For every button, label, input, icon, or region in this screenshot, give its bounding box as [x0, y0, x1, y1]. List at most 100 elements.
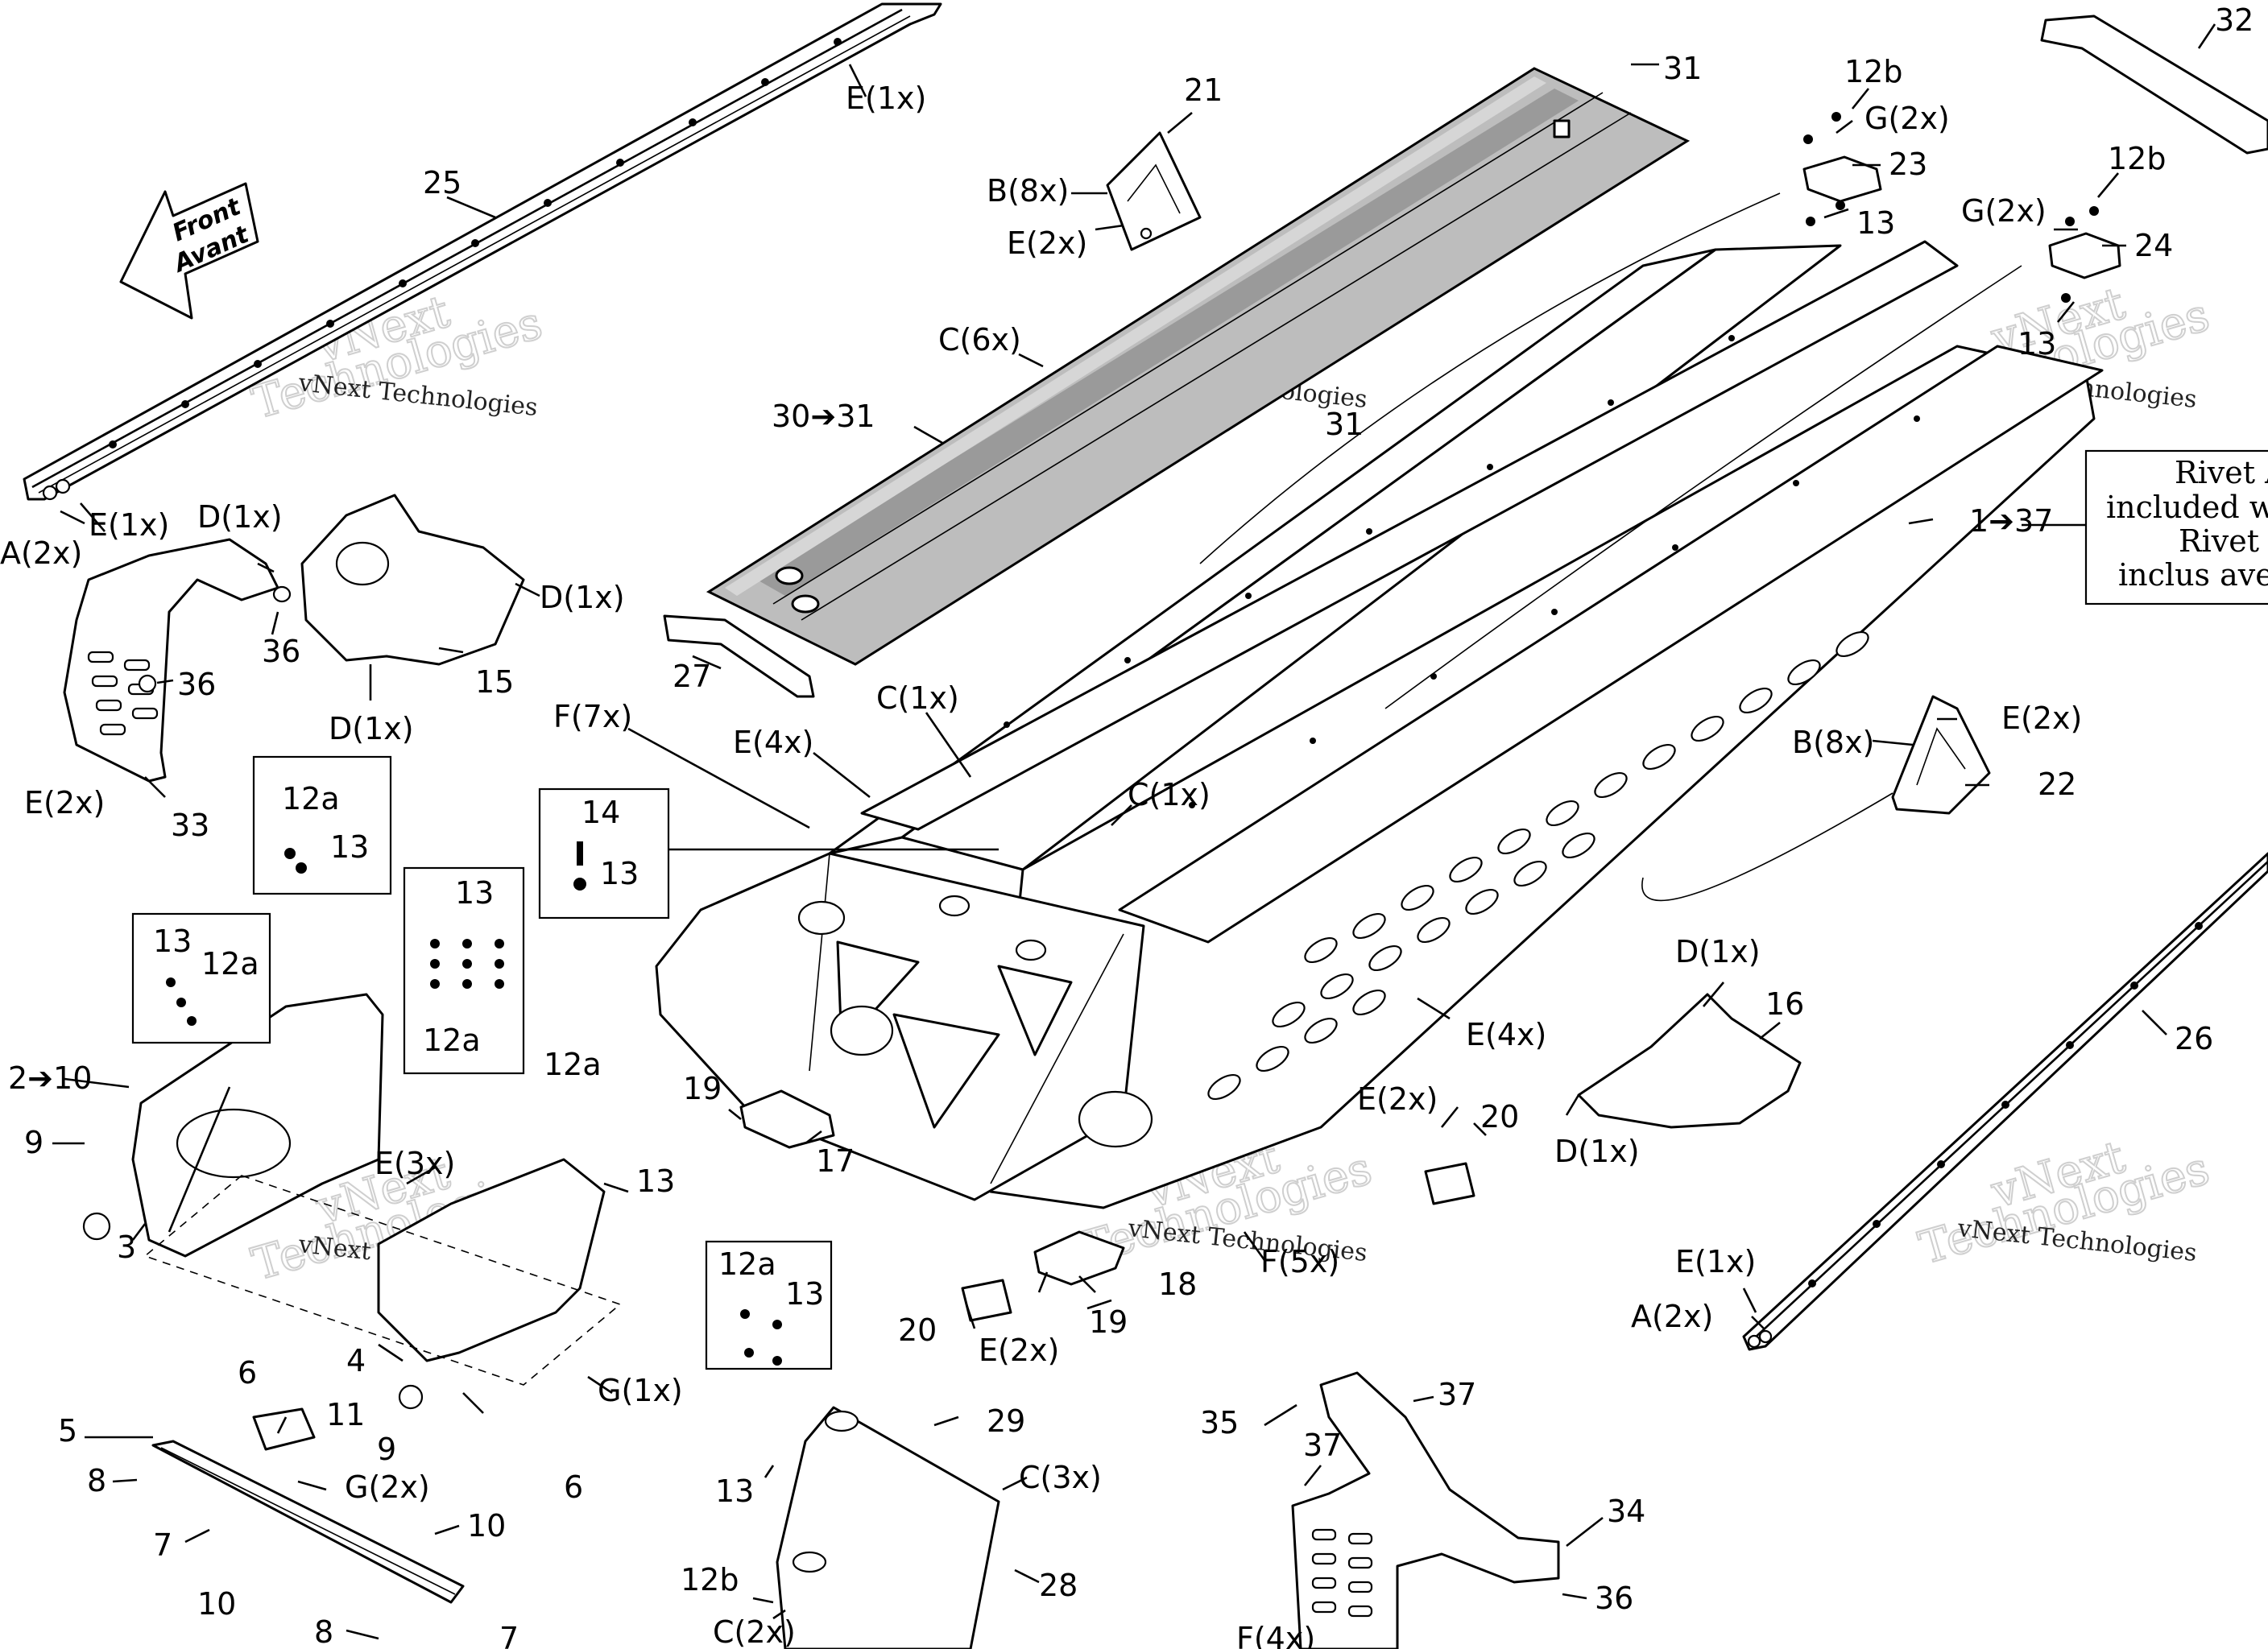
callout-c1x: C(1x): [876, 680, 959, 716]
part-18-plate: [1033, 1230, 1125, 1286]
detail-box-12a-13-right: [705, 1240, 833, 1370]
callout-13: 13: [715, 1473, 754, 1509]
part-16-bracket: [1577, 993, 1802, 1129]
callout-8: 8: [314, 1614, 333, 1649]
callout-26: 26: [2175, 1021, 2213, 1056]
part-15-bracket: [300, 494, 525, 666]
leader-lines: [52, 23, 2216, 1640]
callout-d1x: D(1x): [540, 580, 625, 615]
callout-3: 3: [117, 1230, 136, 1265]
part-27-bracket: [663, 614, 815, 698]
detail-fasteners: [166, 841, 782, 1366]
part-33-side-bracket: [63, 538, 292, 783]
part-1-tunnel: [655, 240, 2104, 1209]
callout-11: 11: [326, 1397, 365, 1432]
callout-c6x: C(6x): [938, 322, 1021, 357]
callout-36: 36: [177, 667, 216, 702]
part-3-front-bulkhead: [82, 993, 384, 1258]
callout-13: 13: [785, 1276, 824, 1312]
callout-c2x: C(2x): [713, 1614, 796, 1649]
rivet-note-line-3: Rivet d: [2179, 523, 2268, 559]
callout-2-10: 2➔10: [8, 1060, 92, 1096]
callout-13: 13: [330, 829, 369, 865]
callout-a2x: A(2x): [1631, 1299, 1713, 1334]
callout-13: 13: [1856, 205, 1895, 241]
callout-g1x: G(1x): [598, 1373, 683, 1408]
callout-e2x: E(2x): [1357, 1081, 1438, 1117]
rivet-note-line-1: Rivet A: [2175, 455, 2268, 490]
assembly-arrow: [1641, 792, 1893, 902]
callout-20: 20: [1480, 1099, 1519, 1134]
callout-d1x: D(1x): [197, 499, 283, 535]
callout-31: 31: [1325, 407, 1364, 442]
callout-d1x: D(1x): [1554, 1134, 1640, 1169]
callout-13: 13: [153, 924, 192, 959]
part-21-gusset: [1106, 131, 1202, 251]
hidden-outline: [143, 1175, 622, 1386]
callout-e2x: E(2x): [979, 1333, 1059, 1368]
tunnel-vent-cutouts: [1207, 630, 1869, 1101]
callout-7: 7: [499, 1621, 519, 1649]
callout-35: 35: [1200, 1405, 1239, 1440]
callout-9: 9: [24, 1125, 43, 1160]
callout-13: 13: [636, 1163, 675, 1199]
callout-20: 20: [898, 1312, 937, 1348]
callout-6: 6: [238, 1355, 257, 1391]
callout-10: 10: [467, 1508, 506, 1544]
part-11-plate: [252, 1407, 316, 1451]
callout-c3x: C(3x): [1019, 1460, 1102, 1495]
callout-12b: 12b: [681, 1562, 739, 1597]
callout-36: 36: [1595, 1581, 1633, 1616]
callout-16: 16: [1765, 986, 1804, 1022]
callout-14: 14: [581, 795, 620, 830]
assembly-arrow: [1384, 265, 2022, 709]
callout-37: 37: [1303, 1428, 1342, 1463]
callout-21: 21: [1184, 72, 1223, 108]
callout-5: 5: [58, 1413, 77, 1449]
detail-box-13-12a-left: [131, 912, 271, 1044]
callout-4: 4: [346, 1343, 366, 1378]
callout-9: 9: [377, 1432, 396, 1467]
callout-30-31: 30➔31: [772, 399, 875, 434]
part-32-brace: [2040, 14, 2268, 155]
callout-f5x: F(5x): [1260, 1244, 1339, 1279]
rivet-note: Rivet A included w Rivet d inclus ave: [2106, 455, 2268, 593]
callout-12b: 12b: [1844, 54, 1902, 89]
callout-36: 36: [262, 634, 300, 669]
callout-b8x: B(8x): [987, 173, 1069, 209]
part-28-cooler: [776, 1406, 1000, 1649]
part-34-side-bracket: [1291, 1371, 1560, 1649]
callout-g2x: G(2x): [345, 1469, 430, 1505]
callout-e1x: E(1x): [1675, 1244, 1756, 1279]
callout-10: 10: [197, 1586, 236, 1622]
callout-17: 17: [816, 1143, 855, 1179]
part-26-running-board-trim: [1742, 852, 2268, 1351]
callout-34: 34: [1607, 1494, 1645, 1529]
tunnel-rivet-holes: [1004, 335, 1920, 808]
callout-g2x: G(2x): [1864, 101, 1950, 136]
callout-28: 28: [1039, 1568, 1078, 1603]
callout-f4x: F(4x): [1236, 1621, 1315, 1649]
callout-18: 18: [1158, 1267, 1197, 1302]
callout-8: 8: [87, 1463, 106, 1498]
callout-g2x: G(2x): [1961, 193, 2047, 229]
detail-box-14-13: [538, 787, 670, 920]
front-arrow-shape: [119, 182, 259, 320]
assembly-arrow: [1199, 192, 1781, 564]
callout-d1x: D(1x): [1675, 934, 1761, 969]
callout-c1x: C(1x): [1128, 777, 1211, 812]
callout-23: 23: [1889, 147, 1927, 182]
callout-37: 37: [1438, 1377, 1476, 1412]
callout-7: 7: [153, 1527, 172, 1563]
callout-13: 13: [455, 875, 494, 911]
callout-32: 32: [2215, 2, 2254, 38]
rivet-note-box: [2084, 449, 2268, 605]
callout-12a: 12a: [282, 781, 340, 816]
callout-12a: 12a: [423, 1023, 481, 1058]
callout-6: 6: [564, 1469, 583, 1505]
part-5-rail: [151, 1440, 465, 1604]
callout-12b: 12b: [2108, 141, 2166, 176]
callout-13: 13: [600, 856, 639, 891]
